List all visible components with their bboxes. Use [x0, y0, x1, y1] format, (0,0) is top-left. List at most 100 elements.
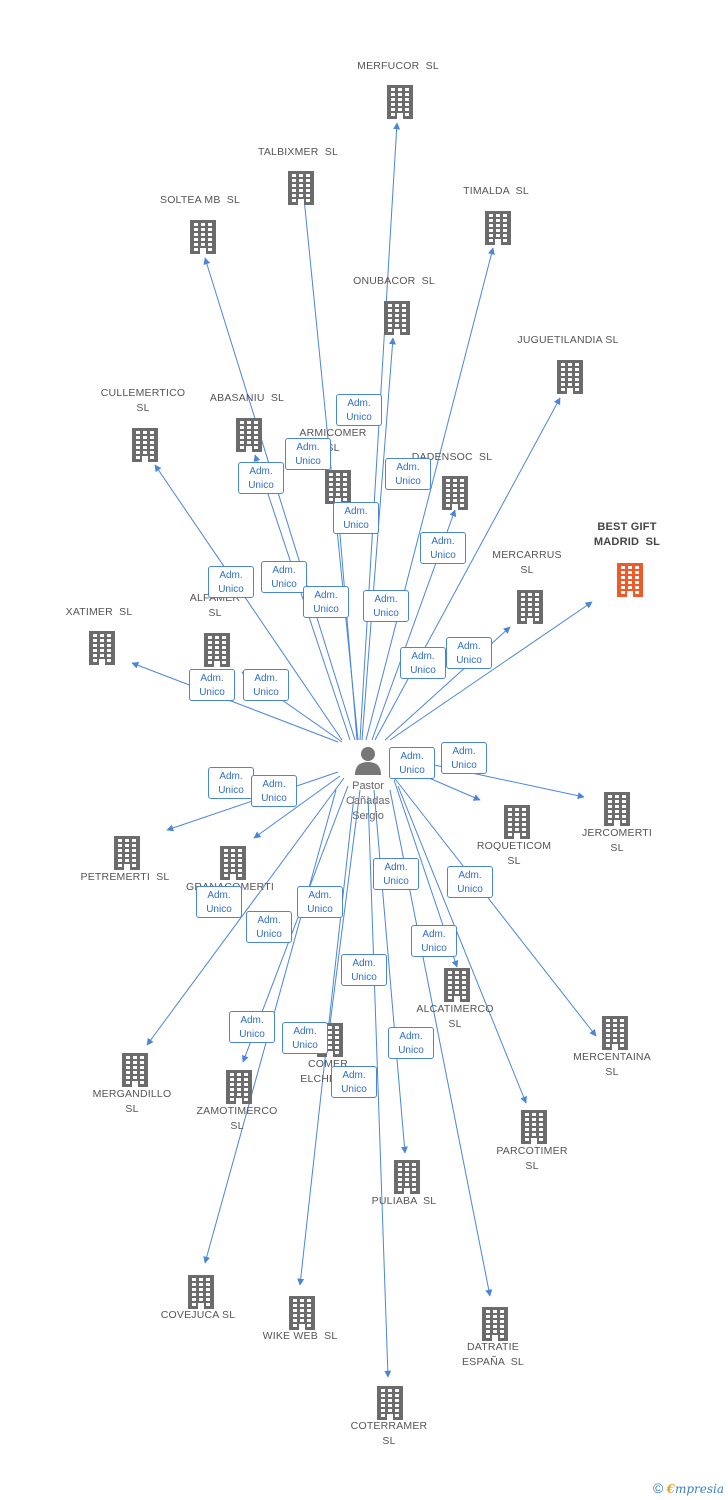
person-name[interactable]: Pastor Cañadas Sergio: [345, 780, 391, 822]
building-icon[interactable]: [220, 846, 246, 880]
building-icon[interactable]: [557, 360, 583, 394]
building-icon[interactable]: [617, 563, 643, 597]
building-icon[interactable]: [190, 220, 216, 254]
relation-label-armicomer[interactable]: Adm.Unico: [303, 586, 349, 618]
relation-label-mercentaina[interactable]: Adm.Unico: [447, 866, 493, 898]
building-icon[interactable]: [236, 418, 262, 452]
relation-label-line1: Adm.: [262, 779, 286, 790]
building-icon[interactable]: [288, 171, 314, 205]
building-icon[interactable]: [504, 805, 530, 839]
copyright-symbol: ©: [652, 1480, 664, 1496]
company-name-timalda[interactable]: TIMALDA SL: [463, 185, 529, 197]
company-name-talbixmer[interactable]: TALBIXMER SL: [257, 146, 339, 158]
relation-label-juguetilandia[interactable]: Adm.Unico: [420, 532, 466, 564]
building-icon[interactable]: [89, 631, 115, 665]
building-icon[interactable]: [602, 1016, 628, 1050]
company-name-alcatimerco[interactable]: ALCATIMERCO SL: [416, 1003, 494, 1030]
relation-label-mergandillo[interactable]: Adm.Unico: [196, 886, 242, 918]
company-name-mercarrus[interactable]: MERCARRUS SL: [492, 549, 562, 576]
relation-label-covejuca[interactable]: Adm.Unico: [229, 1011, 275, 1043]
edge-onubacor: [361, 337, 397, 741]
company-name-soltea-mb[interactable]: SOLTEA MB SL: [159, 194, 241, 206]
company-name-cullemertico[interactable]: CULLEMERTICO SL: [100, 387, 186, 414]
relation-label-datratie-espana[interactable]: Adm.Unico: [388, 1027, 434, 1059]
building-icon[interactable]: [122, 1053, 148, 1087]
company-name-best-gift-madrid[interactable]: BEST GIFT MADRID SL: [593, 521, 661, 548]
company-name-onubacor[interactable]: ONUBACOR SL: [353, 275, 435, 287]
building-icon[interactable]: [325, 470, 351, 504]
relation-label-parcotimer[interactable]: Adm.Unico: [411, 925, 457, 957]
relation-label-timalda[interactable]: Adm.Unico: [385, 458, 431, 490]
building-icon[interactable]: [114, 836, 140, 870]
relation-label-line2: Unico: [430, 550, 456, 561]
edge-coterramer: [367, 795, 392, 1378]
relation-label-line1: Adm.: [384, 862, 408, 873]
relation-label-soltea-mb[interactable]: Adm.Unico: [238, 462, 284, 494]
building-icon[interactable]: [384, 301, 410, 335]
person-icon[interactable]: [353, 745, 383, 775]
building-icon[interactable]: [188, 1275, 214, 1309]
relation-label-zamotimerco[interactable]: Adm.Unico: [246, 911, 292, 943]
building-icon[interactable]: [226, 1070, 252, 1104]
relation-label-dadensoc[interactable]: Adm.Unico: [363, 590, 409, 622]
company-name-covejuca[interactable]: COVEJUCA SL: [160, 1309, 236, 1321]
relation-label-merfucor[interactable]: Adm.Unico: [336, 394, 382, 426]
company-name-merfucor[interactable]: MERFUCOR SL: [357, 60, 439, 72]
company-name-zamotimerco[interactable]: ZAMOTIMERCO SL: [196, 1105, 278, 1132]
company-name-coterramer[interactable]: COTERRAMER SL: [350, 1420, 428, 1447]
company-name-wike-web[interactable]: WIKE WEB SL: [262, 1330, 338, 1342]
relation-label-best-gift-madrid[interactable]: Adm.Unico: [446, 637, 492, 669]
relation-label-cullemertico[interactable]: Adm.Unico: [208, 566, 254, 598]
company-name-parcotimer[interactable]: PARCOTIMER SL: [496, 1145, 568, 1172]
relation-label-mercarrus[interactable]: Adm.Unico: [400, 647, 446, 679]
relation-label-coterramer[interactable]: Adm.Unico: [331, 1066, 377, 1098]
relation-label-alfamer[interactable]: Adm.Unico: [243, 669, 289, 701]
company-name-roqueticom[interactable]: ROQUETICOM SL: [476, 840, 552, 867]
building-icon[interactable]: [521, 1110, 547, 1144]
company-name-datratie-espana[interactable]: DATRATIE ESPAÑA SL: [462, 1341, 524, 1368]
relation-label-jercomerti[interactable]: Adm.Unico: [441, 742, 487, 774]
relation-label-alcatimerco[interactable]: Adm.Unico: [373, 858, 419, 890]
relation-label-comer-elche[interactable]: Adm.Unico: [297, 886, 343, 918]
relation-label-line2: Unico: [256, 929, 282, 940]
relation-label-talbixmer[interactable]: Adm.Unico: [285, 438, 331, 470]
building-icon[interactable]: [482, 1307, 508, 1341]
relation-label-line2: Unico: [218, 584, 244, 595]
company-name-petremerti[interactable]: PETREMERTI SL: [80, 871, 170, 883]
relation-label-wike-web[interactable]: Adm.Unico: [282, 1022, 328, 1054]
relation-label-line2: Unico: [351, 972, 377, 983]
relation-label-line1: Adm.: [458, 870, 482, 881]
building-icon[interactable]: [394, 1160, 420, 1194]
relation-label-puliaba[interactable]: Adm.Unico: [341, 954, 387, 986]
building-icon[interactable]: [204, 633, 230, 667]
company-name-xatimer[interactable]: XATIMER SL: [65, 606, 133, 618]
relation-label-xatimer[interactable]: Adm.Unico: [189, 669, 235, 701]
relation-label-petremerti[interactable]: Adm.Unico: [208, 767, 254, 799]
company-name-jercomerti[interactable]: JERCOMERTI SL: [581, 827, 653, 854]
building-icon[interactable]: [485, 211, 511, 245]
building-icon[interactable]: [517, 590, 543, 624]
company-name-mergandillo[interactable]: MERGANDILLO SL: [92, 1088, 172, 1115]
building-icon[interactable]: [442, 476, 468, 510]
company-name-puliaba[interactable]: PULIABA SL: [371, 1195, 437, 1207]
company-name-abasaniu[interactable]: ABASANIU SL: [209, 392, 285, 404]
building-icon[interactable]: [604, 792, 630, 826]
edge-xatimer: [131, 661, 339, 743]
edge-granacomerti: [253, 775, 341, 839]
edge-puliaba: [373, 789, 408, 1154]
relation-label-granacomerti[interactable]: Adm.Unico: [251, 775, 297, 807]
company-name-juguetilandia[interactable]: JUGUETILANDIA SL: [517, 334, 619, 346]
relation-label-onubacor[interactable]: Adm.Unico: [333, 502, 379, 534]
relation-label-abasaniu[interactable]: Adm.Unico: [261, 561, 307, 593]
building-icon[interactable]: [132, 428, 158, 462]
building-icon[interactable]: [289, 1296, 315, 1330]
edge-armicomer: [335, 509, 358, 741]
building-icon[interactable]: [387, 85, 413, 119]
company-name-mercentaina[interactable]: MERCENTAINA SL: [573, 1051, 651, 1078]
relation-label-roqueticom[interactable]: Adm.Unico: [389, 747, 435, 779]
footer-brand: © €mpresia: [653, 1480, 724, 1496]
edge-juguetilandia: [374, 397, 561, 741]
building-icon[interactable]: [377, 1386, 403, 1420]
relation-label-line1: Adm.: [254, 673, 278, 684]
building-icon[interactable]: [444, 968, 470, 1002]
